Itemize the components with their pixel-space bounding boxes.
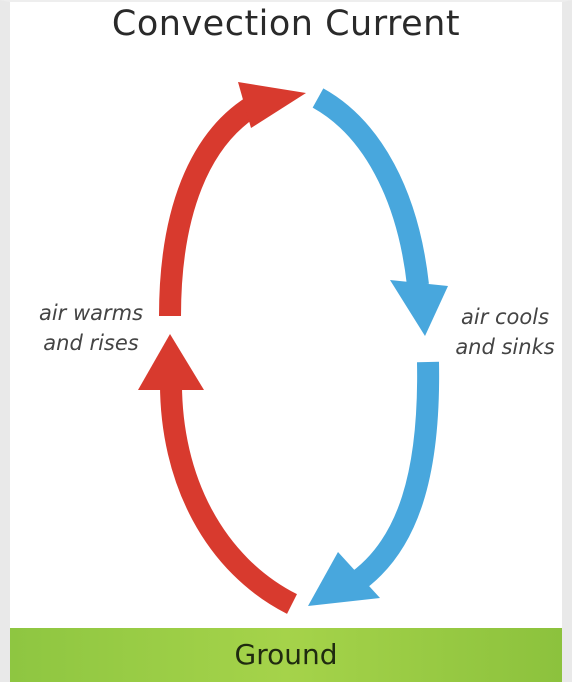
warm-rise-label-line2: and rises — [43, 331, 139, 355]
cool-sink-label: air cools and sinks — [436, 302, 572, 362]
warm-rise-label: air warms and rises — [16, 298, 166, 358]
cool-sink-label-line2: and sinks — [455, 335, 555, 359]
cool-arrow-lower — [308, 361, 440, 606]
warm-arrow-upper — [159, 82, 306, 317]
warm-arrow-lower — [138, 334, 298, 614]
diagram-title: Convection Current — [111, 4, 461, 44]
ground-label: Ground — [234, 638, 338, 671]
cool-sink-label-line1: air cools — [460, 305, 550, 329]
cool-arrow-upper — [312, 88, 448, 336]
warm-rise-label-line1: air warms — [38, 301, 144, 325]
ground-bar: Ground — [10, 628, 562, 682]
